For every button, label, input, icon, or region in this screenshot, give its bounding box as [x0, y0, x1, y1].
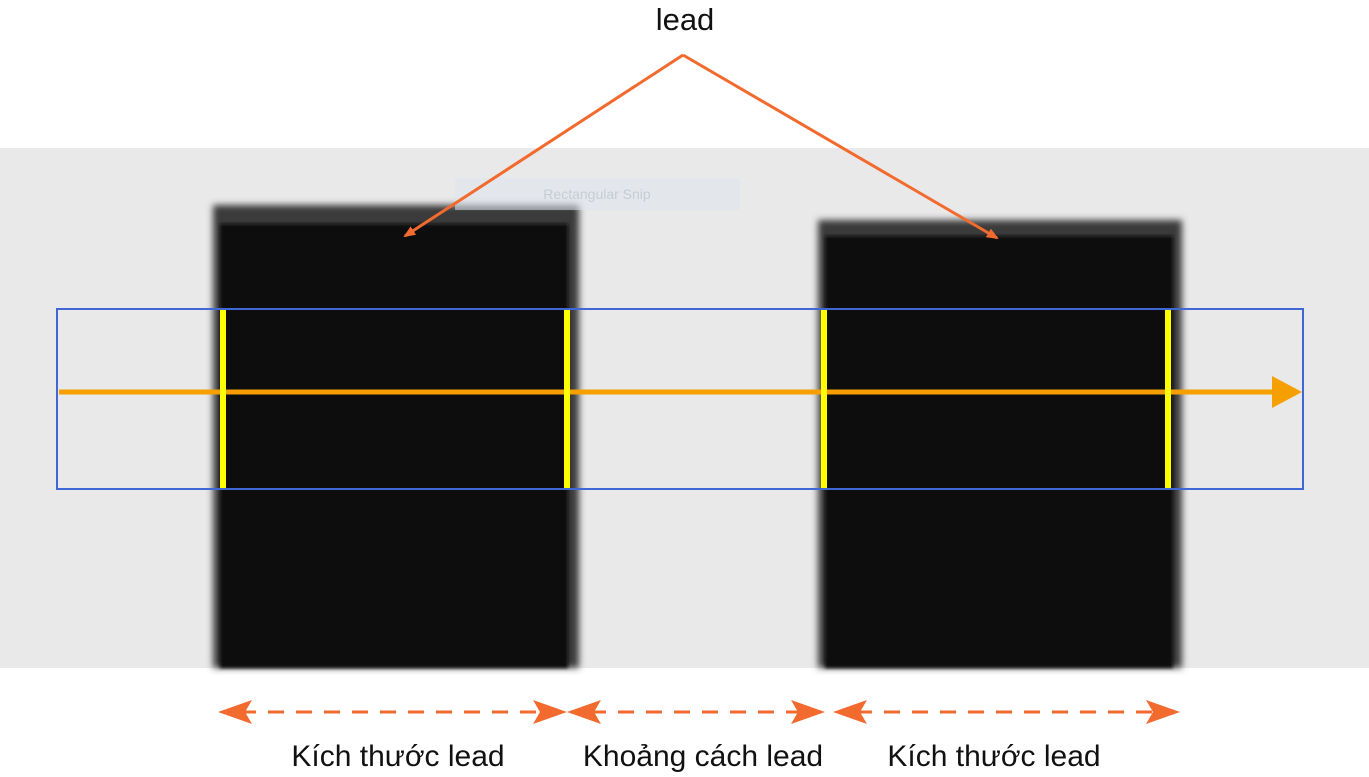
title-label: lead [656, 2, 715, 37]
dimension-arrow-lead-size-left [218, 700, 567, 724]
lead-left [213, 205, 579, 668]
faint-overlay-text: Rectangular Snip [543, 186, 651, 202]
label-lead-size-right: Kích thước lead [887, 740, 1100, 773]
scan-direction-arrowhead [1272, 376, 1302, 408]
pointer-arrow-left [403, 53, 684, 238]
scan-region-rect [56, 308, 1304, 490]
dimension-arrow-lead-size-right [833, 700, 1180, 724]
label-lead-spacing: Khoảng cách lead [583, 740, 823, 773]
dimension-arrow-lead-spacing [567, 700, 825, 724]
lead-right [818, 220, 1182, 668]
pointer-arrow-right [682, 53, 999, 240]
faint-overlay-box [455, 178, 740, 210]
label-lead-size-left: Kích thước lead [291, 740, 504, 773]
